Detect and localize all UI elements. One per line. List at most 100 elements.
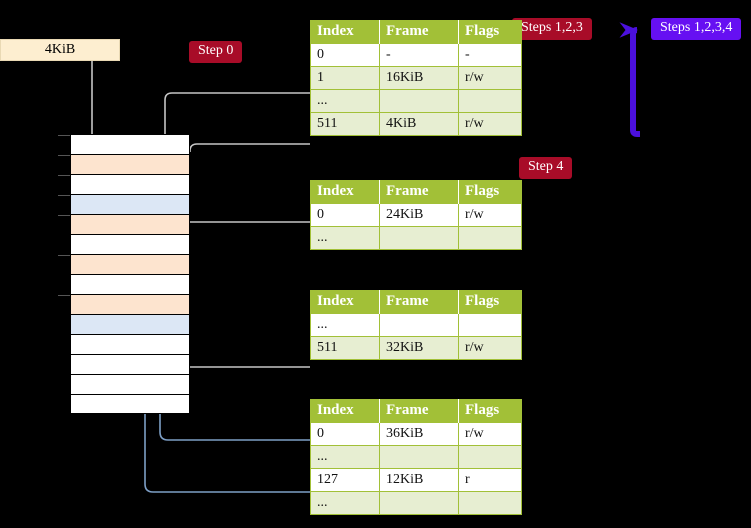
column-header-frame: Frame — [379, 20, 459, 44]
purple-loop-arrow — [619, 22, 640, 137]
wire-l4-idx511-to-memory — [189, 143, 310, 152]
memory-frame-row — [70, 394, 190, 414]
cell-flags: r/w — [458, 422, 522, 446]
wire-l2-idx511-to-memory — [171, 314, 310, 368]
memory-frame-row — [70, 234, 190, 254]
step-label-step4: Step 4 — [519, 157, 573, 179]
cell-index: 0 — [310, 422, 380, 446]
memory-column — [58, 134, 190, 414]
table-row: ... — [310, 313, 522, 337]
cell-frame — [379, 445, 459, 469]
table-row: ... — [310, 491, 522, 515]
cell-index: ... — [310, 313, 380, 337]
column-header-index: Index — [310, 290, 380, 314]
cell-index: 127 — [310, 468, 380, 492]
memory-frame-row — [70, 354, 190, 374]
memory-frame-row — [70, 334, 190, 354]
cell-flags: r/w — [458, 336, 522, 360]
cell-flags: - — [458, 43, 522, 67]
memory-row-tick — [58, 175, 70, 176]
memory-frame-row — [58, 254, 190, 274]
table-row: ... — [310, 89, 522, 113]
cell-flags — [458, 491, 522, 515]
memory-size-label: 4KiB — [44, 42, 76, 57]
memory-frame-row — [58, 194, 190, 214]
cell-frame — [379, 89, 459, 113]
cell-frame — [379, 491, 459, 515]
cell-flags: r/w — [458, 112, 522, 136]
cell-index: ... — [310, 491, 380, 515]
cell-frame: 12KiB — [379, 468, 459, 492]
cell-frame: 36KiB — [379, 422, 459, 446]
memory-frame-row — [58, 294, 190, 314]
cell-frame — [379, 226, 459, 250]
memory-row-tick — [58, 215, 70, 216]
column-header-frame: Frame — [379, 290, 459, 314]
cell-frame: 24KiB — [379, 203, 459, 227]
cell-flags: r/w — [458, 66, 522, 90]
column-header-index: Index — [310, 399, 380, 423]
cell-index: 0 — [310, 203, 380, 227]
cell-index: 1 — [310, 66, 380, 90]
cell-flags — [458, 89, 522, 113]
memory-frame-row — [70, 374, 190, 394]
memory-row-tick — [58, 255, 70, 256]
cell-index: 0 — [310, 43, 380, 67]
cell-flags — [458, 313, 522, 337]
cell-flags — [458, 226, 522, 250]
memory-frame-row — [58, 154, 190, 174]
memory-row-tick — [58, 295, 70, 296]
cell-frame: - — [379, 43, 459, 67]
column-header-frame: Frame — [379, 180, 459, 204]
memory-size-box: 4KiB — [0, 39, 120, 61]
table-row: 0-- — [310, 43, 522, 67]
cell-index: ... — [310, 226, 380, 250]
memory-frame-row — [70, 274, 190, 294]
cell-frame: 32KiB — [379, 336, 459, 360]
table-row: ... — [310, 445, 522, 469]
cell-flags — [458, 445, 522, 469]
step-label-steps1234: Steps 1,2,3,4 — [651, 18, 742, 40]
column-header-index: Index — [310, 20, 380, 44]
column-header-flags: Flags — [458, 20, 522, 44]
table-row: ... — [310, 226, 522, 250]
cell-frame: 16KiB — [379, 66, 459, 90]
wire-l3-idx0-to-memory — [178, 221, 310, 272]
step-label-steps123: Steps 1,2,3 — [512, 18, 592, 40]
column-header-index: Index — [310, 180, 380, 204]
step-label-step0: Step 0 — [189, 41, 243, 63]
cell-index: 511 — [310, 336, 380, 360]
memory-frame-row — [58, 214, 190, 234]
cell-frame: 4KiB — [379, 112, 459, 136]
memory-frame-row — [58, 134, 190, 154]
memory-row-tick — [58, 195, 70, 196]
cell-flags: r/w — [458, 203, 522, 227]
memory-frame-row — [58, 174, 190, 194]
cell-index: 511 — [310, 112, 380, 136]
column-header-frame: Frame — [379, 399, 459, 423]
cell-index: ... — [310, 89, 380, 113]
memory-row-tick — [58, 135, 70, 136]
column-header-flags: Flags — [458, 180, 522, 204]
cell-index: ... — [310, 445, 380, 469]
column-header-flags: Flags — [458, 290, 522, 314]
cell-frame — [379, 313, 459, 337]
column-header-flags: Flags — [458, 399, 522, 423]
memory-frame-row — [70, 314, 190, 334]
cell-flags: r — [458, 468, 522, 492]
